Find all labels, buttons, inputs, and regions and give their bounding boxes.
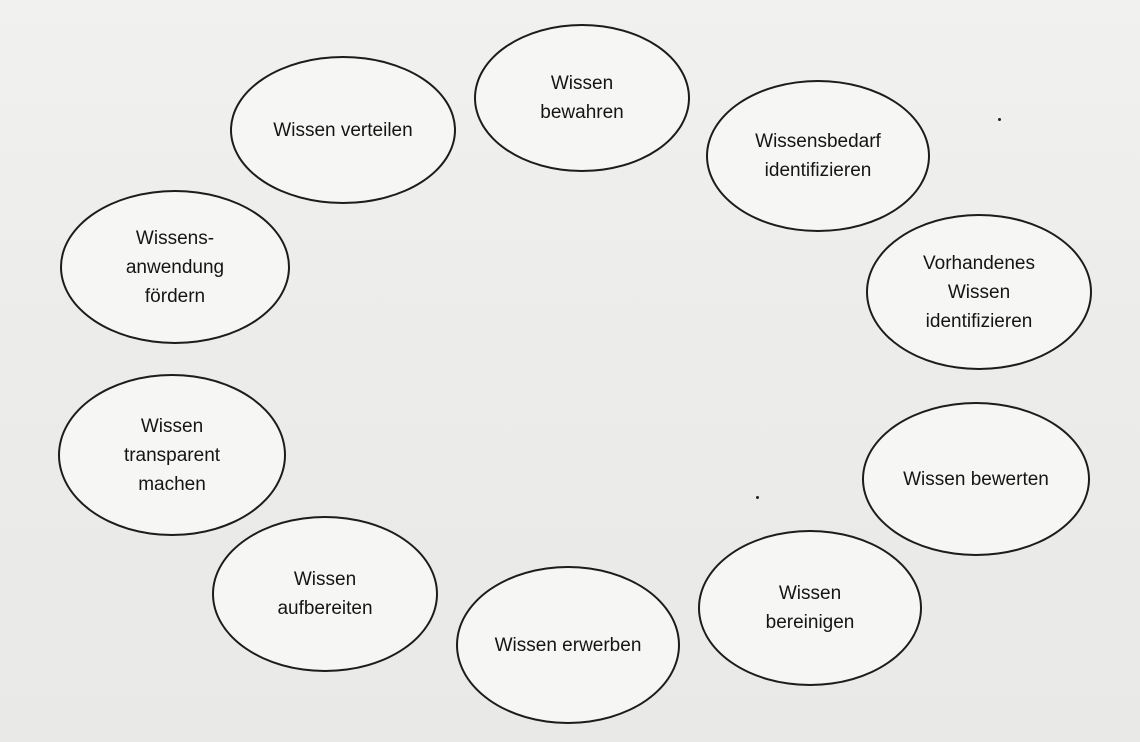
node-wissen-bereinigen: Wissen bereinigen <box>698 530 922 686</box>
node-wissen-transparent-machen: Wissen transparent machen <box>58 374 286 536</box>
node-wissensbedarf-identifizieren: Wissensbedarf identifizieren <box>706 80 930 232</box>
node-label: Wissen bewerten <box>903 468 1049 490</box>
node-wissensanwendung-foerdern: Wissens- anwendung fördern <box>60 190 290 344</box>
node-label: Wissen transparent machen <box>123 415 221 495</box>
speck-mark <box>998 118 1001 121</box>
node-wissen-bewahren: Wissen bewahren <box>474 24 690 172</box>
node-label: Wissen erwerben <box>494 634 642 656</box>
node-label: Wissen bereinigen <box>765 583 855 633</box>
node-vorhandenes-wissen-identifizieren: Vorhandenes Wissen identifizieren <box>866 214 1092 370</box>
node-wissen-bewerten: Wissen bewerten <box>862 402 1090 556</box>
node-label: Wissensbedarf identifizieren <box>755 131 881 181</box>
node-wissen-verteilen: Wissen verteilen <box>230 56 456 204</box>
speck-mark <box>756 496 759 499</box>
node-label: Wissens- anwendung fördern <box>125 227 225 307</box>
node-label: Wissen bewahren <box>540 73 624 123</box>
node-label: Wissen aufbereiten <box>277 569 373 619</box>
node-wissen-erwerben: Wissen erwerben <box>456 566 680 724</box>
node-label: Wissen verteilen <box>273 119 413 141</box>
node-wissen-aufbereiten: Wissen aufbereiten <box>212 516 438 672</box>
node-label: Vorhandenes Wissen identifizieren <box>923 252 1035 332</box>
